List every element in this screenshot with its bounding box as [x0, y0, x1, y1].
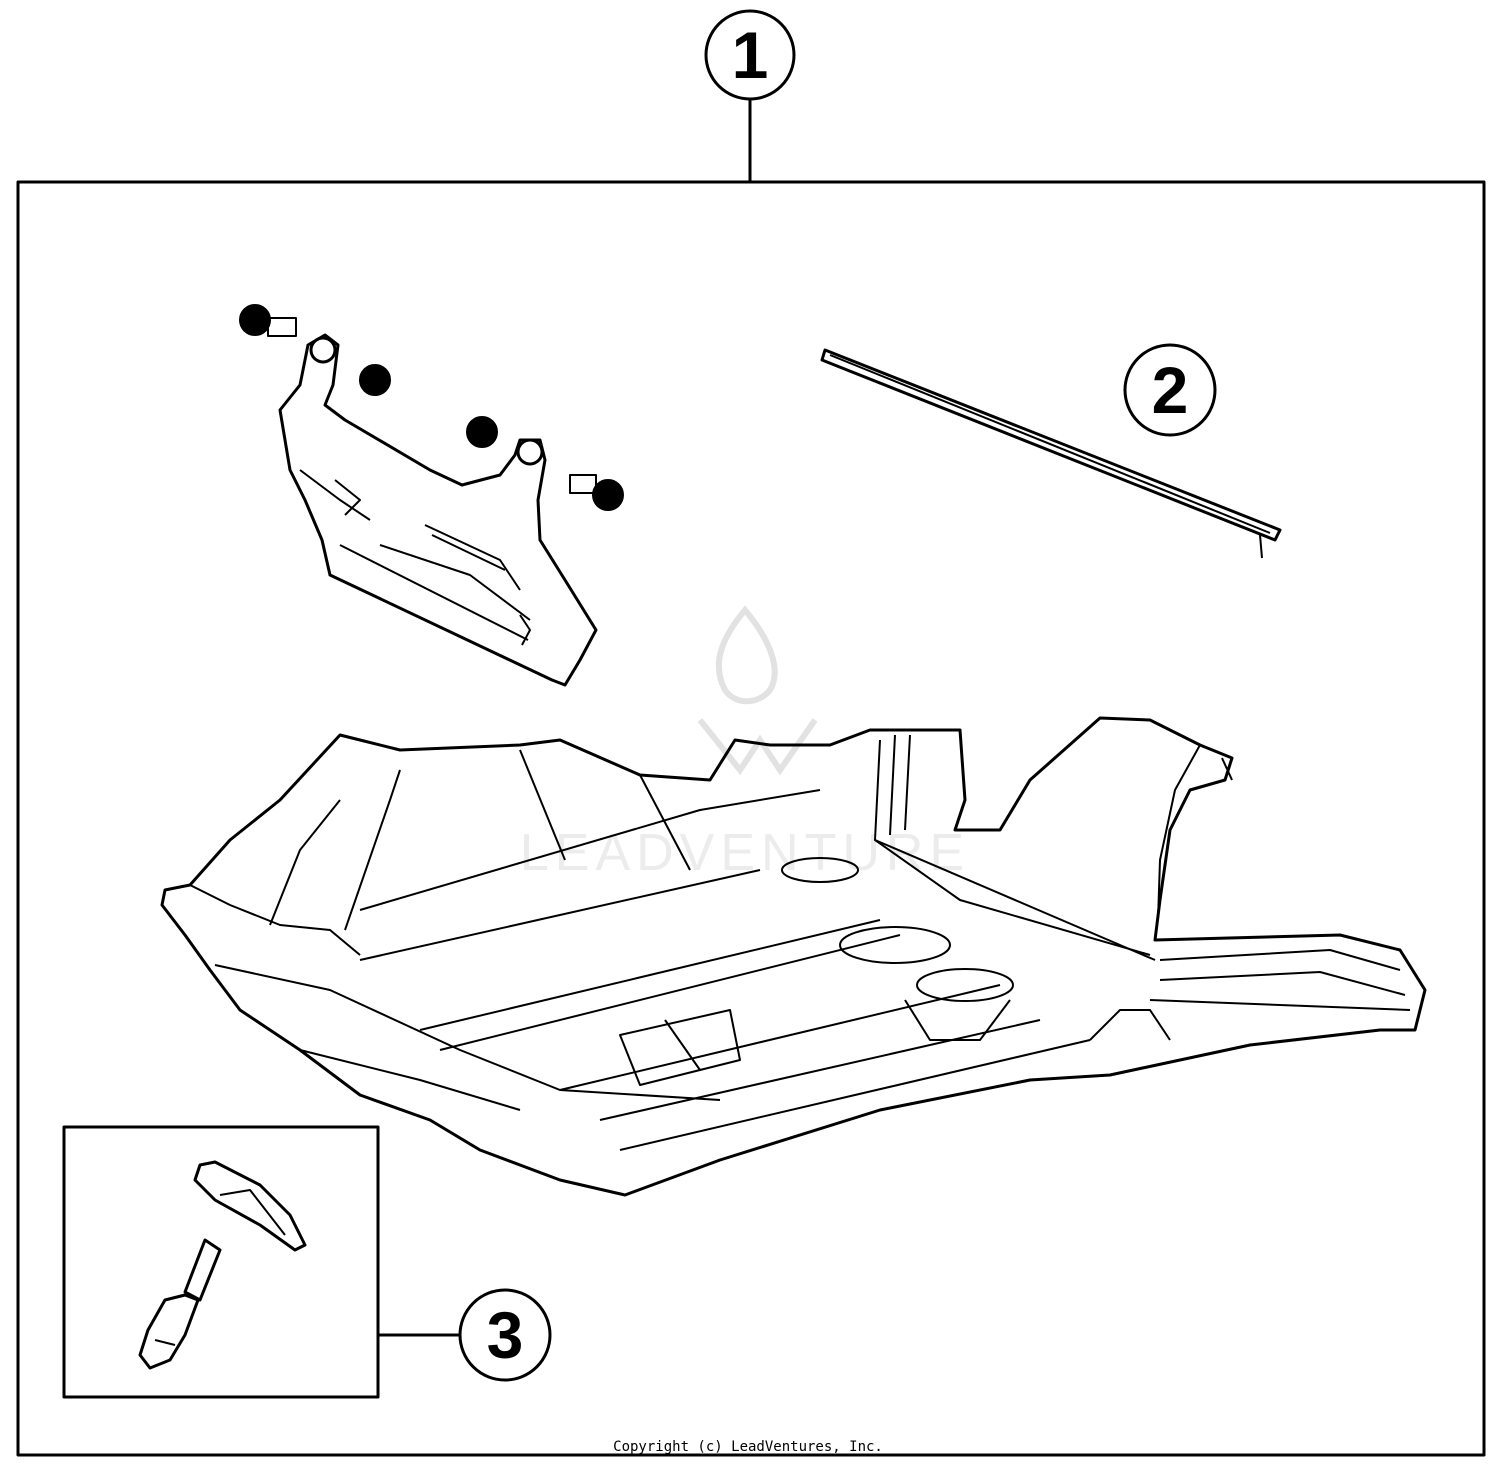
bolt-head-icon — [592, 479, 624, 511]
skid-plate — [160, 716, 1427, 1197]
watermark-logo: LEADVENTURE — [520, 605, 964, 882]
bolt-head-icon — [239, 304, 271, 336]
push-rivet-fastener — [138, 1160, 307, 1370]
rubber-strip — [820, 348, 1282, 559]
mounting-bracket — [278, 333, 598, 687]
inset-box — [62, 1125, 462, 1399]
copyright-text: Copyright (c) LeadVentures, Inc. — [613, 1439, 883, 1455]
nut-icon — [359, 364, 391, 396]
nut-icon — [466, 416, 498, 448]
callout-1-label: 1 — [732, 18, 769, 92]
kit-outline-box — [16, 180, 1486, 1457]
callout-3-label: 3 — [487, 1298, 524, 1372]
callout-2-label: 2 — [1152, 353, 1189, 427]
bracket-fasteners — [239, 304, 624, 511]
callout-1: 1 — [704, 9, 796, 184]
callout-3: 3 — [458, 1288, 552, 1382]
callout-2: 2 — [1123, 343, 1217, 437]
